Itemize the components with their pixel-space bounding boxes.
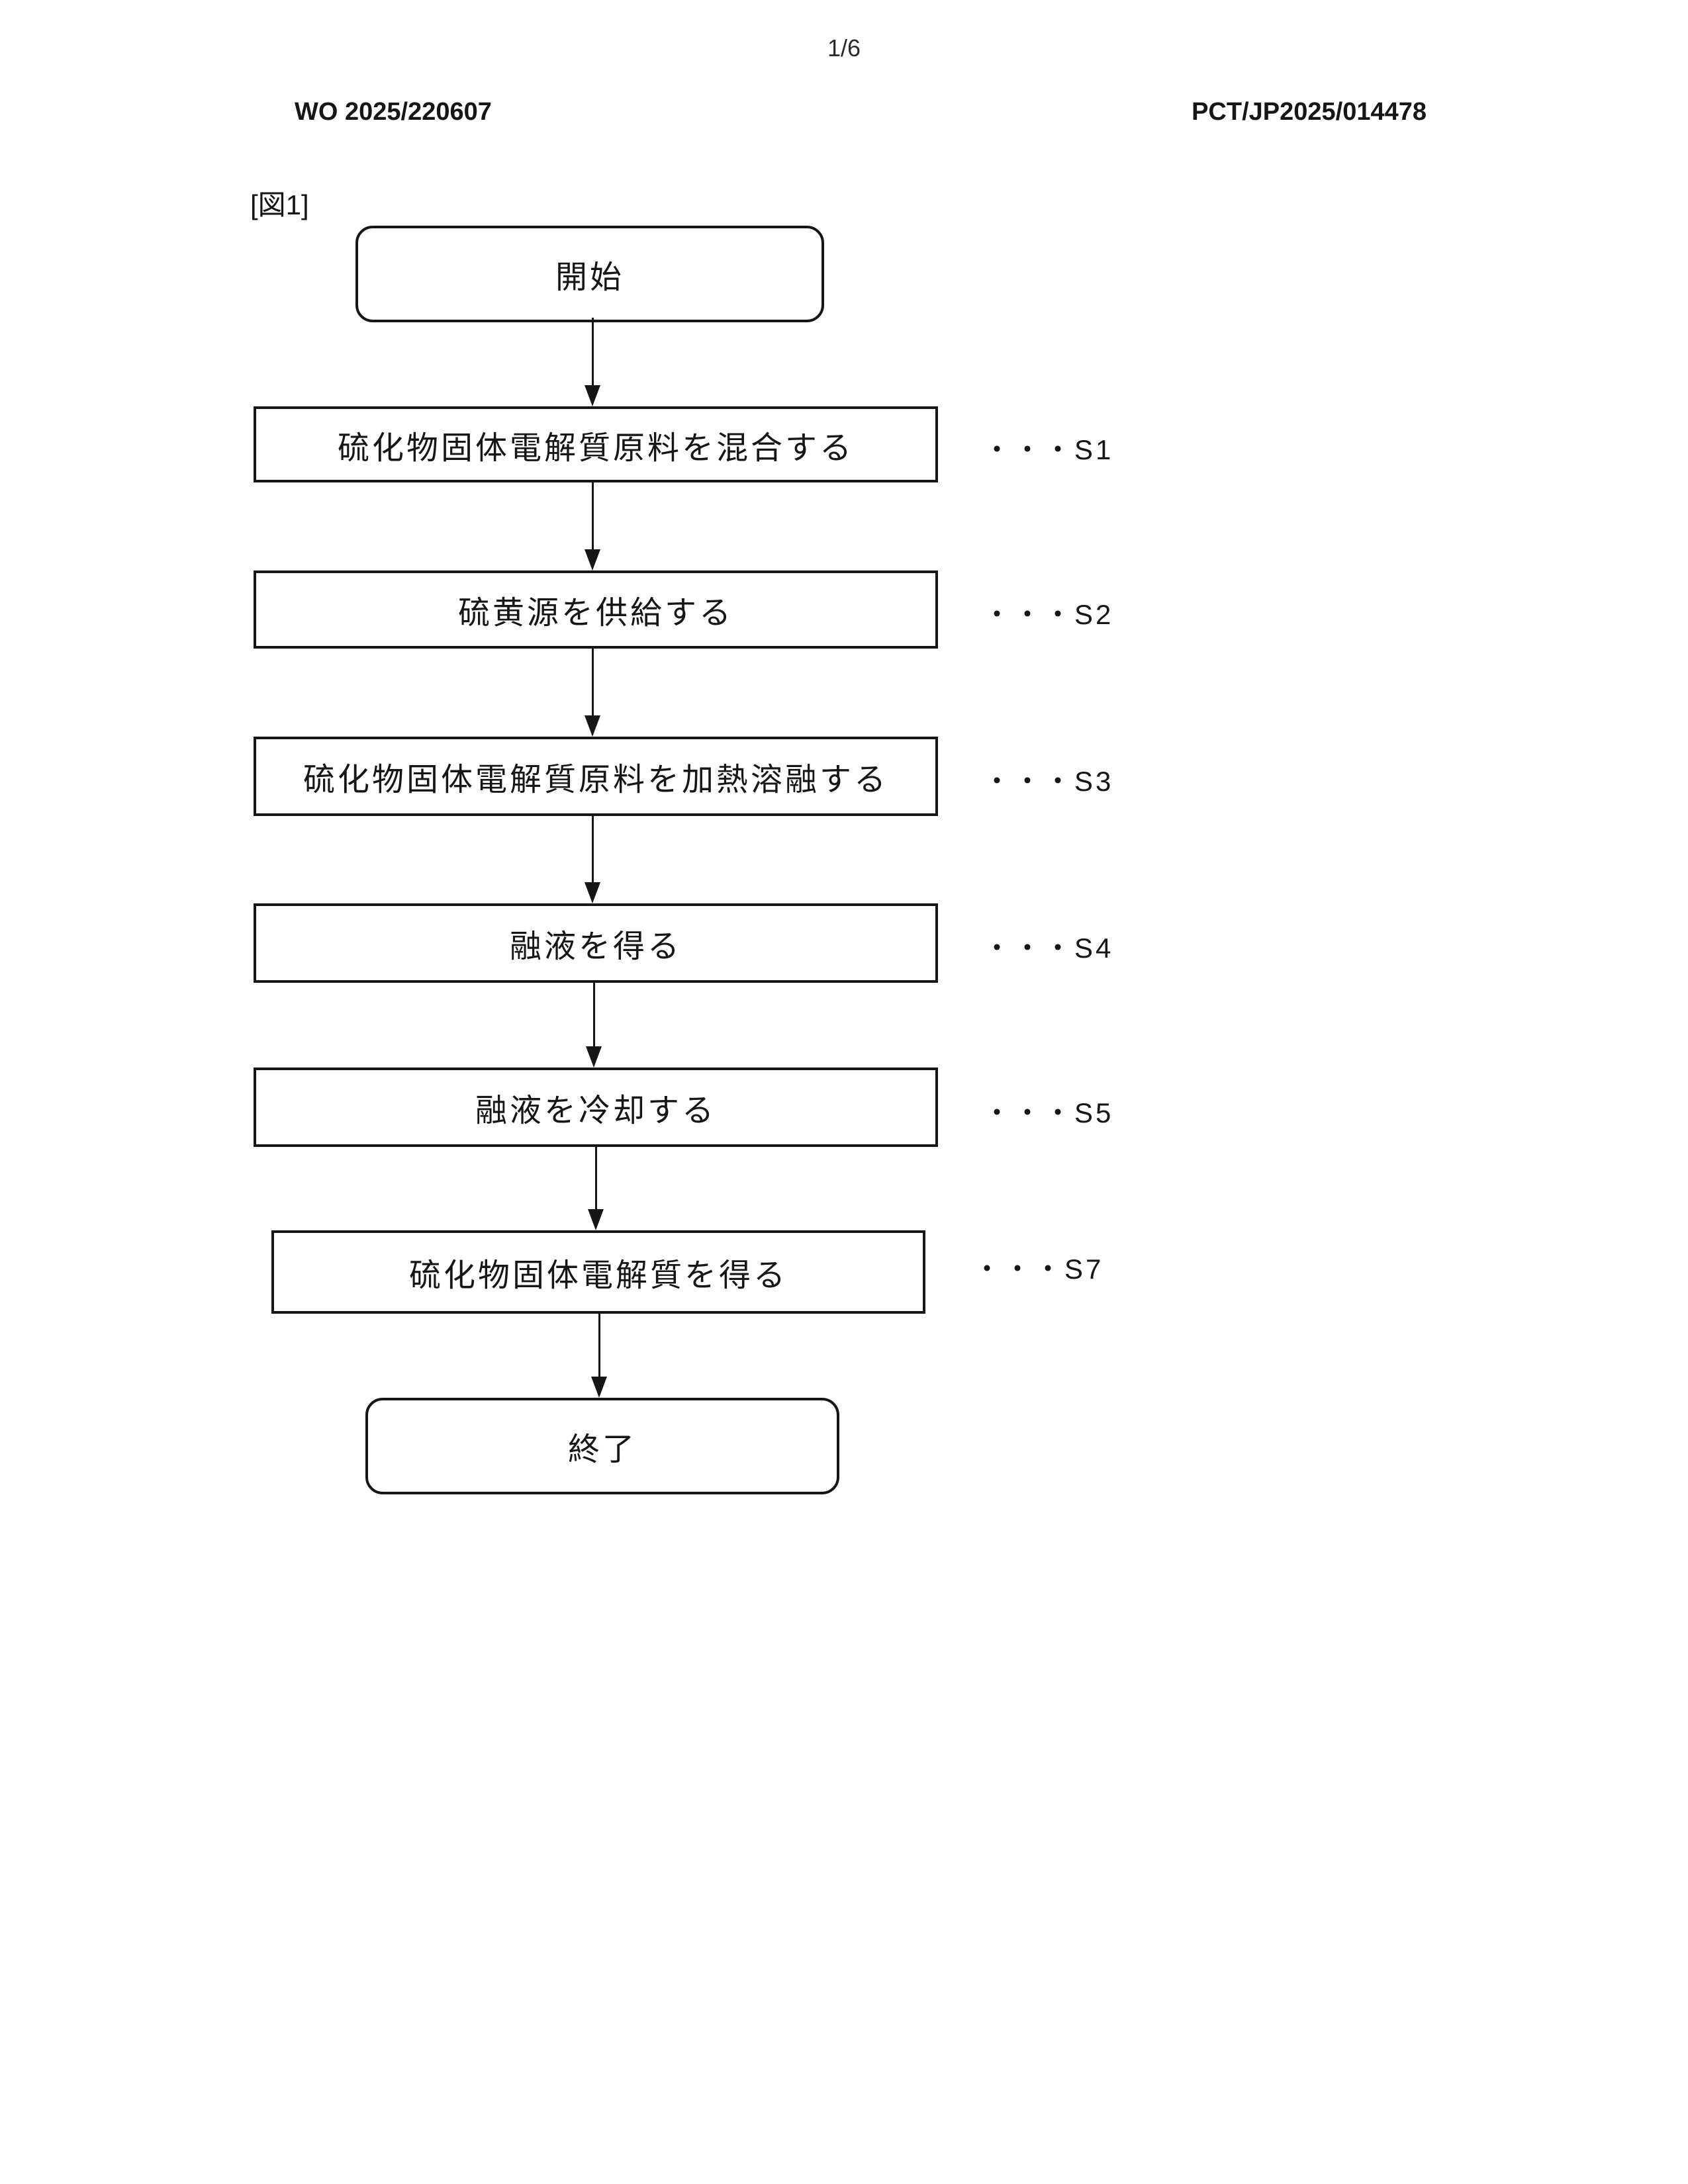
- arrow-head-icon: [585, 549, 600, 570]
- arrow-head-icon: [591, 1377, 607, 1398]
- figure-label: [図1]: [250, 189, 309, 220]
- flowchart-step-s4: 融液を得る: [254, 903, 938, 983]
- step-text: 硫化物固体電解質を得る: [408, 1258, 788, 1293]
- arrow-head-icon: [586, 1046, 602, 1068]
- arrow-shaft: [591, 318, 594, 388]
- arrow-head-icon: [585, 715, 600, 737]
- step-text: 硫黄源を供給する: [457, 596, 733, 631]
- flowchart-step-s2: 硫黄源を供給する: [254, 570, 938, 649]
- step-ref-s1: ・・・S1: [983, 434, 1114, 465]
- arrow-shaft: [591, 813, 594, 885]
- arrow-head-icon: [585, 385, 600, 406]
- flowchart-end-node: 終了: [365, 1398, 839, 1494]
- arrow-shaft: [598, 1311, 600, 1379]
- application-number: PCT/JP2025/014478: [1192, 98, 1427, 126]
- step-text: 融液を得る: [509, 929, 682, 964]
- start-label: 開始: [555, 260, 624, 295]
- step-text: 硫化物固体電解質原料を混合する: [337, 430, 854, 466]
- arrow-shaft: [591, 480, 594, 552]
- step-ref-s3: ・・・S3: [983, 766, 1114, 797]
- publication-number: WO 2025/220607: [295, 98, 492, 126]
- arrow-shaft: [592, 980, 595, 1049]
- step-ref-s7: ・・・S7: [973, 1253, 1104, 1285]
- step-ref-s2: ・・・S2: [983, 599, 1114, 630]
- arrow-head-icon: [588, 1209, 604, 1230]
- step-text: 融液を冷却する: [475, 1093, 716, 1128]
- step-ref-s4: ・・・S4: [983, 933, 1114, 964]
- page-number: 1/6: [827, 34, 861, 62]
- end-label: 終了: [567, 1432, 637, 1467]
- step-text: 硫化物固体電解質原料を加熱溶融する: [303, 762, 888, 797]
- arrow-shaft: [594, 1144, 597, 1212]
- arrow-head-icon: [585, 882, 600, 903]
- flowchart-step-s5: 融液を冷却する: [254, 1068, 938, 1147]
- flowchart-step-s1: 硫化物固体電解質原料を混合する: [254, 406, 938, 482]
- flowchart-step-s7: 硫化物固体電解質を得る: [271, 1230, 925, 1314]
- step-ref-s5: ・・・S5: [983, 1097, 1114, 1128]
- flowchart-start-node: 開始: [355, 226, 824, 322]
- arrow-shaft: [591, 646, 594, 718]
- flowchart-step-s3: 硫化物固体電解質原料を加熱溶融する: [254, 737, 938, 816]
